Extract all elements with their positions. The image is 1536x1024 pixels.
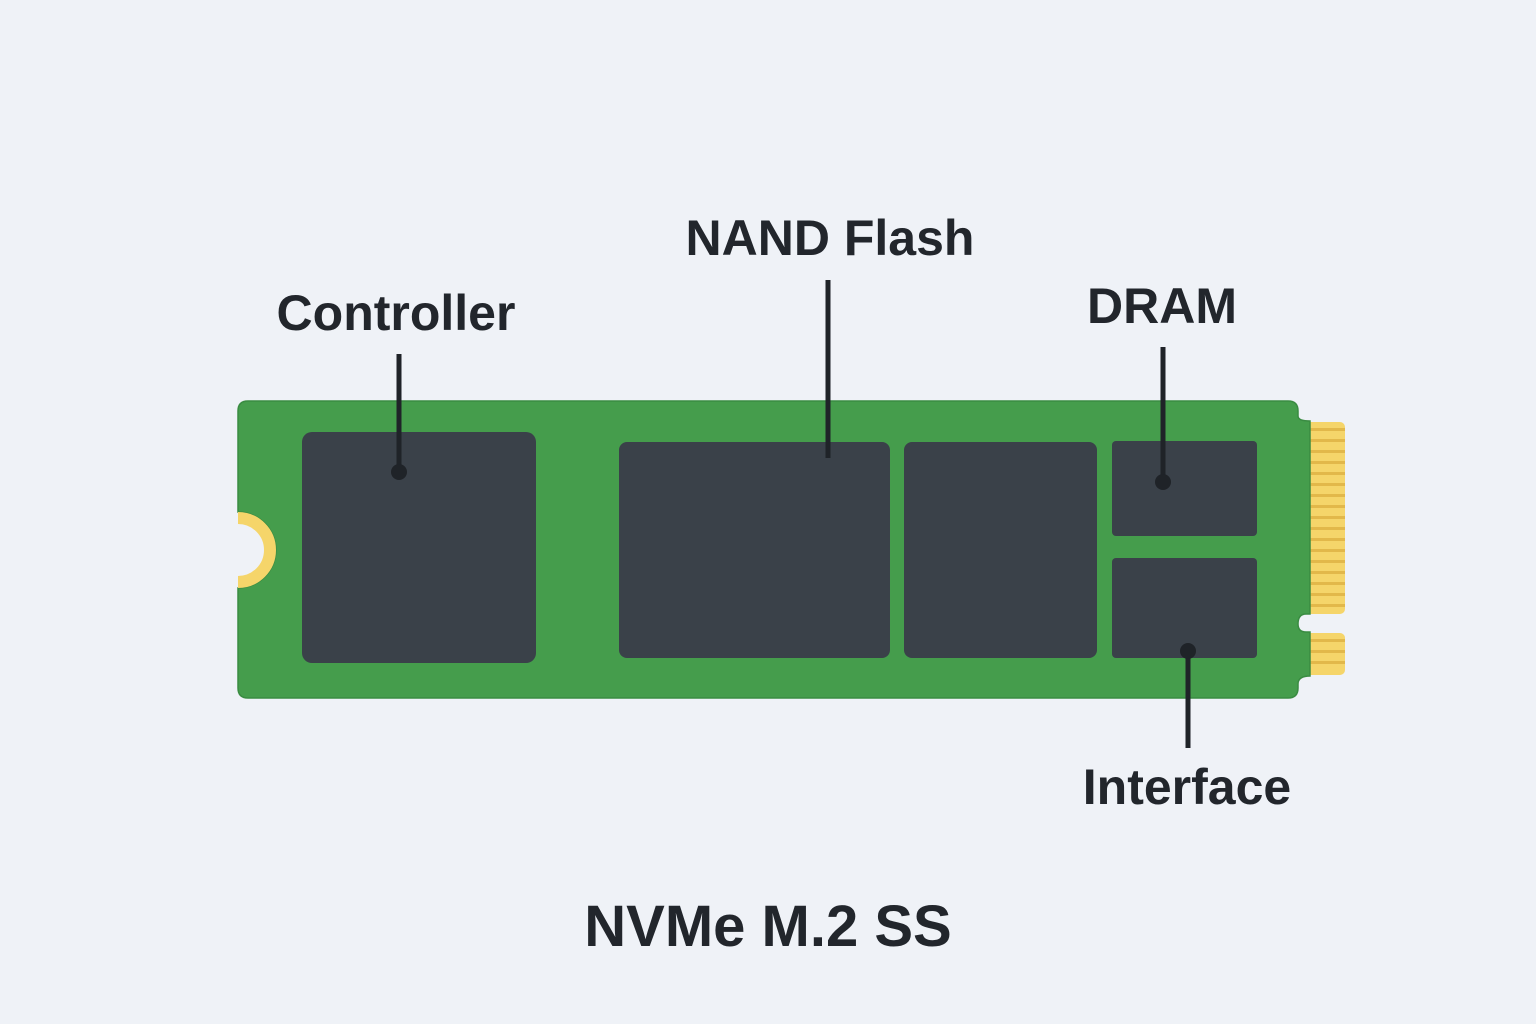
nand-flash-label: NAND Flash bbox=[685, 210, 975, 266]
diagram-title: NVMe M.2 SS bbox=[584, 894, 952, 959]
connector-stripe bbox=[1310, 428, 1345, 431]
nand-chip-2 bbox=[904, 442, 1097, 658]
nand-chip-1 bbox=[619, 442, 890, 658]
connector-stripe bbox=[1310, 527, 1345, 530]
connector-stripe bbox=[1310, 604, 1345, 607]
connector-stripe bbox=[1310, 472, 1345, 475]
connector-stripe bbox=[1310, 661, 1345, 664]
dram-dot bbox=[1155, 474, 1171, 490]
connector-stripe bbox=[1310, 483, 1345, 486]
connector-stripe bbox=[1310, 560, 1345, 563]
connector-stripe bbox=[1310, 450, 1345, 453]
edge-connector bbox=[1305, 422, 1345, 675]
connector-stripe bbox=[1310, 650, 1345, 653]
controller-chip bbox=[302, 432, 536, 663]
connector-stripe bbox=[1310, 516, 1345, 519]
connector-stripe bbox=[1310, 582, 1345, 585]
connector-stripe bbox=[1310, 549, 1345, 552]
connector-stripes bbox=[1310, 428, 1345, 664]
connector-stripe bbox=[1310, 461, 1345, 464]
controller-dot bbox=[391, 464, 407, 480]
connector-stripe bbox=[1310, 593, 1345, 596]
dram-label: DRAM bbox=[1087, 278, 1237, 334]
dram-chip bbox=[1112, 441, 1257, 536]
interface-label: Interface bbox=[1082, 759, 1292, 815]
interface-chip bbox=[1112, 558, 1257, 658]
connector-stripe bbox=[1310, 639, 1345, 642]
connector-stripe bbox=[1310, 571, 1345, 574]
connector-stripe bbox=[1310, 439, 1345, 442]
connector-stripe bbox=[1310, 538, 1345, 541]
connector-pins-key bbox=[1305, 633, 1345, 675]
interface-dot bbox=[1180, 643, 1196, 659]
connector-stripe bbox=[1310, 494, 1345, 497]
connector-stripe bbox=[1310, 505, 1345, 508]
mounting-notch-icon bbox=[237, 512, 276, 588]
controller-label: Controller bbox=[276, 285, 516, 341]
